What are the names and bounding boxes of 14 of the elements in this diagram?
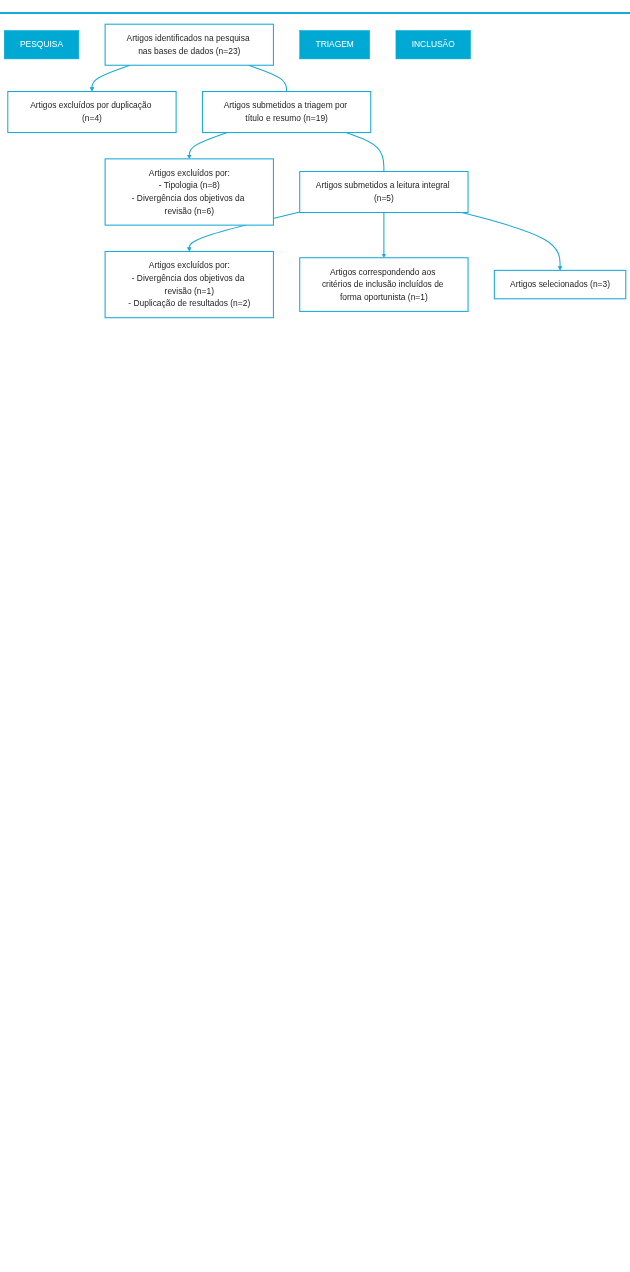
node-box: Artigos correspondendo aos critérios de inclusão incluídos de forma oportunista (n=1) (299, 257, 469, 312)
arrow (186, 132, 228, 160)
node-box: Artigos submetidos a triagem por título e resumo (n=19) (201, 91, 372, 134)
node-box: Artigos excluídos por: - Tipologia (n=8) - Divergência dos objetivos da revisão (n=6) (104, 158, 274, 226)
node-box: PESQUISA (3, 30, 80, 60)
node-box: Artigos submetidos a leitura integral (n=5) (299, 170, 469, 214)
node-box: INCLUSÃO (395, 30, 471, 60)
node-box: TRIAGEM (299, 30, 370, 60)
connector (345, 132, 385, 172)
node-box: Artigos excluídos por duplicação (n=4) (7, 91, 177, 134)
node-box: Artigos selecionados (n=3) (493, 269, 627, 300)
node-box: Artigos excluídos por: - Divergência dos objetivos da revisão (n=1) - Duplicação de resultados (n=2) (104, 250, 274, 319)
arrow (381, 212, 387, 258)
node-box: Artigos identificados na pesquisa nas bases de dados (n=23) (104, 23, 274, 66)
